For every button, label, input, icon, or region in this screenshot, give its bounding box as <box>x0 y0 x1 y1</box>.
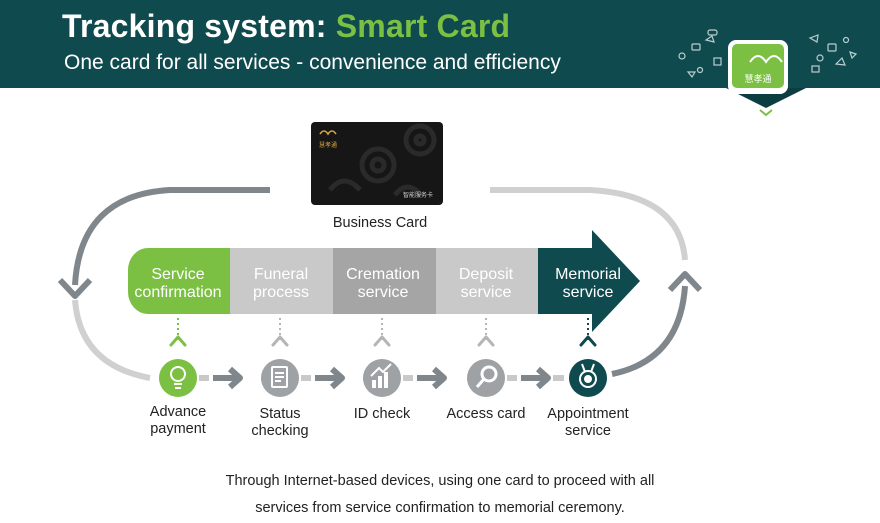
logo-text: 慧孝通 <box>744 73 771 85</box>
up-arrow-2 <box>271 335 289 347</box>
caption-line-2: services from service confirmation to me… <box>255 500 625 516</box>
document-icon <box>271 366 288 388</box>
card-logo-text: 慧孝通 <box>319 141 337 149</box>
up-arrow-5 <box>579 335 597 347</box>
floating-icons <box>678 29 858 79</box>
chart-icon <box>370 363 392 388</box>
up-arrow-1 <box>169 335 187 347</box>
stage-box-4 <box>436 248 538 314</box>
chevron-down-icon <box>759 109 773 117</box>
loop-arrow-right-head <box>667 271 703 293</box>
step-node-1 <box>159 359 197 397</box>
step-arrow-3 <box>417 366 447 390</box>
badge-inner <box>732 44 784 88</box>
loop-arrow-left-top <box>72 187 270 286</box>
stage-box-1 <box>128 248 230 314</box>
up-arrow-3 <box>373 335 391 347</box>
stage-box-3 <box>333 248 436 314</box>
lotus-icon <box>749 55 783 64</box>
page-title: Tracking system: Smart Card <box>62 8 510 45</box>
business-card-label: Business Card <box>332 215 428 231</box>
step-node-3 <box>363 359 401 397</box>
card-text: 智能服务卡 <box>403 191 433 199</box>
step-arrow-1 <box>213 366 243 390</box>
diagram-caption: Through Internet-based devices, using on… <box>100 468 780 522</box>
title-accent: Smart Card <box>335 8 511 44</box>
card-logo-icon <box>319 130 337 136</box>
step-node-2 <box>261 359 299 397</box>
title-prefix: Tracking system: <box>62 8 336 44</box>
magnifier-icon <box>475 365 498 388</box>
loop-arrow-left-head <box>57 277 93 299</box>
step-label-3: ID check <box>353 406 411 422</box>
caption-line-1: Through Internet-based devices, using on… <box>225 473 655 489</box>
lightbulb-icon <box>170 366 186 389</box>
loop-arrow-right-top <box>490 187 688 261</box>
card-pattern <box>328 123 437 197</box>
step-arrow-2 <box>315 366 345 390</box>
step-label-4: Access card <box>446 406 526 422</box>
medal-icon <box>579 363 597 388</box>
stage-box-5-arrow <box>538 230 640 332</box>
brand-logo-badge: 慧孝通 <box>678 29 858 117</box>
up-arrow-4 <box>477 335 495 347</box>
step-node-5 <box>569 359 607 397</box>
step-node-4 <box>467 359 505 397</box>
business-card: 慧孝通 智能服务卡 <box>311 122 443 205</box>
page-subtitle: One card for all services - convenience … <box>64 51 561 74</box>
loop-arrow-right-bottom <box>611 285 688 377</box>
loop-arrow-left-bottom <box>72 299 151 381</box>
stage-box-2 <box>230 248 333 314</box>
step-arrow-4 <box>521 366 551 390</box>
